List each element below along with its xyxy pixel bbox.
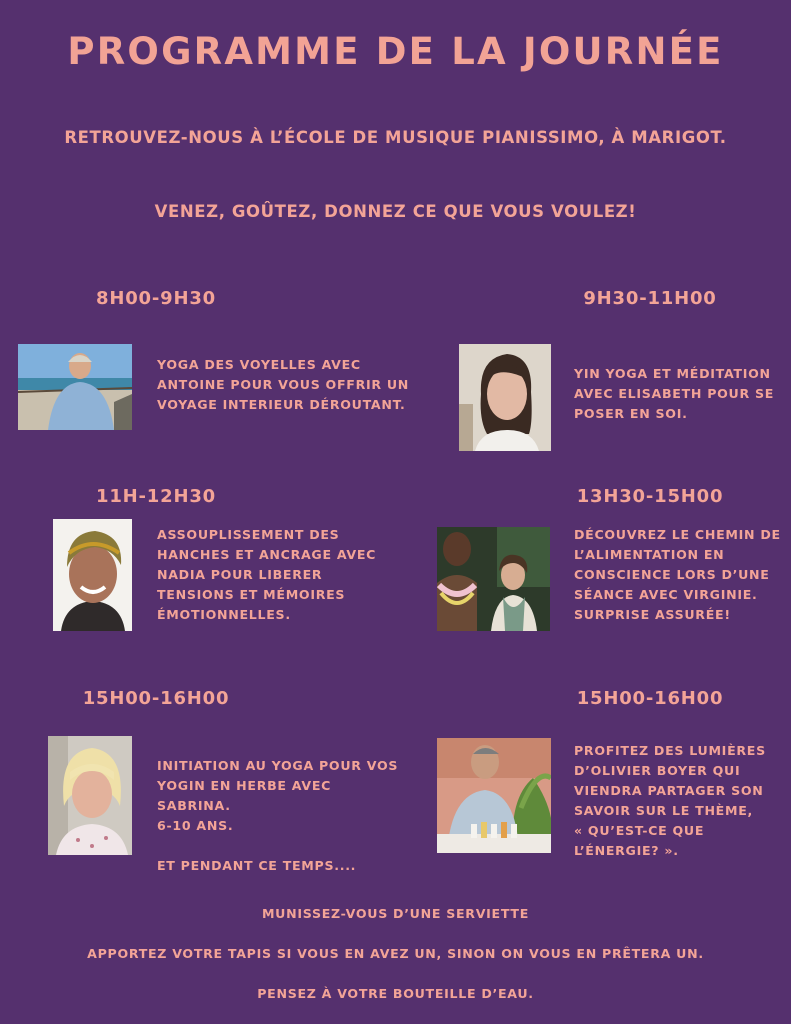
session-description-4: DÉCOUVREZ LE CHEMIN DE L’ALIMENTATION EN…: [574, 527, 781, 622]
sabrina-photo: [48, 736, 132, 855]
invitation-line: VENEZ, GOÛTEZ, DONNEZ CE QUE VOUS VOULEZ…: [154, 202, 637, 221]
session-time-2: 9H30-11H00: [583, 288, 717, 309]
session-time-3: 11H-12H30: [96, 486, 216, 507]
footer-towel-note: MUNISSEZ-VOUS D’UNE SERVIETTE: [261, 906, 530, 921]
page-title: PROGRAMME DE LA JOURNÉE: [67, 30, 724, 73]
nadia-photo: [53, 519, 132, 631]
olivier-photo: [437, 738, 551, 853]
footer-water-note: PENSEZ À VOTRE BOUTEILLE D’EAU.: [257, 986, 534, 1001]
session-description-6: PROFITEZ DES LUMIÈRES D’OLIVIER BOYER QU…: [574, 743, 766, 858]
footer-mat-note: APPORTEZ VOTRE TAPIS SI VOUS EN AVEZ UN,…: [87, 946, 704, 961]
session-description-5: INITIATION AU YOGA POUR VOS YOGIN EN HER…: [157, 758, 399, 873]
session-time-6: 15H00-16H00: [576, 688, 724, 709]
session-time-1: 8H00-9H30: [96, 288, 216, 309]
antoine-photo: [18, 344, 132, 430]
session-time-4: 13H30-15H00: [576, 486, 724, 507]
virginie-photo: [437, 527, 550, 631]
session-description-2: YIN YOGA ET MÉDITATION AVEC ELISABETH PO…: [574, 366, 775, 421]
session-description-1: YOGA DES VOYELLES AVEC ANTOINE POUR VOUS…: [157, 357, 409, 412]
location-line: RETROUVEZ-NOUS À L’ÉCOLE DE MUSIQUE PIAN…: [64, 128, 727, 147]
session-description-3: ASSOUPLISSEMENT DES HANCHES ET ANCRAGE A…: [157, 527, 377, 622]
elisabeth-photo: [459, 344, 551, 451]
session-time-5: 15H00-16H00: [82, 688, 230, 709]
